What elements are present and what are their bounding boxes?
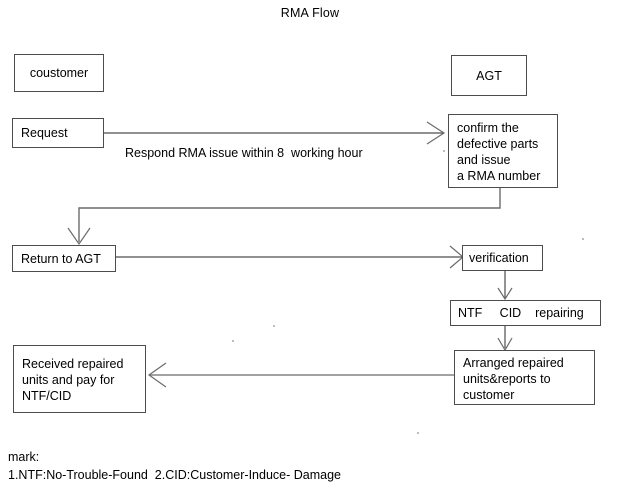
footnote-definitions: 1.NTF:No-Trouble-Found 2.CID:Customer-In… (8, 468, 341, 482)
edge-confirm-to-return (67, 188, 501, 246)
node-verification[interactable]: verification (462, 245, 543, 271)
footnote-mark-heading: mark: (8, 450, 40, 464)
node-ntf-cid-repairing-label: NTF CID repairing (458, 306, 584, 320)
scan-speck (273, 325, 275, 327)
edge-label-respond-rma: Respond RMA issue within 8 working hour (125, 146, 363, 160)
node-arranged-repaired-label: Arranged repaired units&reports to custo… (463, 356, 564, 402)
node-request-label: Request (21, 126, 68, 140)
scan-speck (443, 150, 445, 152)
node-return-to-agt-label: Return to AGT (21, 251, 101, 266)
edge-request-to-confirm (104, 121, 446, 145)
node-received-repaired[interactable]: Received repaired units and pay for NTF/… (13, 345, 146, 413)
edge-return-to-verification (116, 245, 464, 269)
node-customer-label: coustomer (29, 66, 89, 80)
node-confirm[interactable]: confirm the defective parts and issue a … (448, 114, 558, 188)
scan-speck (417, 432, 419, 434)
edge-verification-to-ntf (497, 270, 513, 301)
scan-speck (582, 238, 584, 240)
node-agt[interactable]: AGT (451, 55, 527, 96)
page-title: RMA Flow (280, 6, 340, 20)
node-received-repaired-label: Received repaired units and pay for NTF/… (22, 357, 124, 403)
scan-speck (232, 340, 234, 342)
node-agt-label: AGT (476, 68, 502, 83)
node-request[interactable]: Request (12, 118, 104, 148)
node-customer[interactable]: coustomer (14, 54, 104, 92)
edge-ntf-to-arranged (497, 325, 513, 352)
node-return-to-agt[interactable]: Return to AGT (12, 245, 116, 272)
node-arranged-repaired[interactable]: Arranged repaired units&reports to custo… (454, 350, 595, 405)
edge-arranged-to-received (147, 362, 454, 388)
node-confirm-label: confirm the defective parts and issue a … (457, 121, 541, 183)
node-ntf-cid-repairing[interactable]: NTF CID repairing (450, 300, 601, 326)
node-verification-label: verification (469, 251, 529, 265)
